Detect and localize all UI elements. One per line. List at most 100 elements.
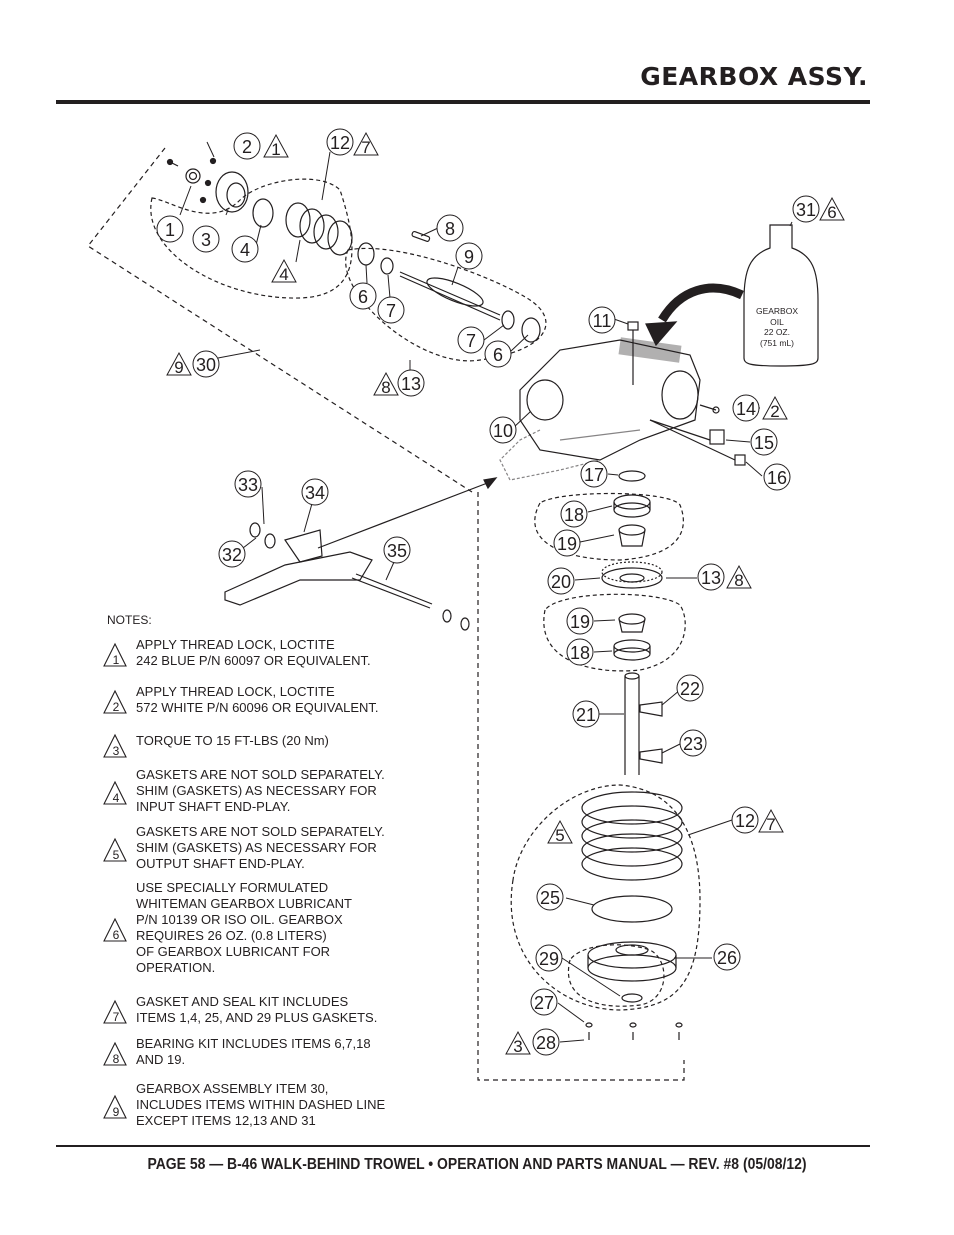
svg-text:23: 23	[683, 734, 703, 754]
svg-text:9: 9	[113, 1105, 120, 1119]
callout-28: 28	[532, 1028, 560, 1056]
callout-23: 23	[679, 729, 707, 757]
note-flag-icon: 5	[103, 837, 127, 862]
callout-20: 20	[547, 567, 575, 595]
svg-text:5: 5	[113, 848, 120, 862]
callout-11: 11	[588, 306, 616, 334]
svg-text:3: 3	[513, 1037, 522, 1056]
svg-text:2: 2	[113, 700, 120, 714]
svg-text:6: 6	[493, 345, 503, 365]
callout-13-left: 13	[397, 369, 425, 397]
svg-text:31: 31	[796, 200, 816, 220]
note-text: APPLY THREAD LOCK, LOCTITE 242 BLUE P/N …	[136, 637, 371, 668]
callout-33: 33	[234, 470, 262, 498]
notes-heading: NOTES:	[107, 613, 152, 627]
assembly-boundary	[87, 147, 685, 1081]
svg-text:4: 4	[279, 265, 288, 284]
note-text: BEARING KIT INCLUDES ITEMS 6,7,18 AND 19…	[136, 1036, 371, 1067]
svg-text:7: 7	[466, 331, 476, 351]
kit-outlines	[150, 178, 701, 1011]
callout-19-upper: 19	[553, 529, 581, 557]
svg-text:34: 34	[305, 483, 325, 503]
footer-rule	[56, 1145, 870, 1147]
callout-16: 16	[763, 463, 791, 491]
callout-34: 34	[301, 478, 329, 506]
svg-text:30: 30	[196, 355, 216, 375]
callout-3: 3	[192, 225, 220, 253]
svg-text:13: 13	[701, 568, 721, 588]
note-text: GASKETS ARE NOT SOLD SEPARATELY. SHIM (G…	[136, 824, 385, 871]
svg-text:35: 35	[387, 541, 407, 561]
svg-text:20: 20	[551, 572, 571, 592]
callout-8: 8	[436, 214, 464, 242]
flag-3: 3	[505, 1030, 531, 1056]
flag-7-lower: 7	[758, 808, 784, 834]
bottom-cover	[581, 791, 683, 1040]
callout-18-upper: 18	[560, 500, 588, 528]
callout-10: 10	[489, 416, 517, 444]
svg-text:2: 2	[242, 137, 252, 157]
svg-text:25: 25	[540, 888, 560, 908]
oil-bottle	[743, 224, 819, 367]
header-rule	[56, 100, 870, 104]
svg-text:8: 8	[445, 219, 455, 239]
svg-text:9: 9	[464, 247, 474, 267]
svg-text:28: 28	[536, 1033, 556, 1053]
svg-text:12: 12	[735, 811, 755, 831]
note-text: GASKET AND SEAL KIT INCLUDES ITEMS 1,4, …	[136, 994, 378, 1025]
callout-25: 25	[536, 883, 564, 911]
svg-text:27: 27	[534, 993, 554, 1013]
svg-text:16: 16	[767, 468, 787, 488]
svg-text:3: 3	[201, 230, 211, 250]
svg-text:15: 15	[754, 433, 774, 453]
svg-text:1: 1	[165, 220, 175, 240]
callout-35: 35	[383, 536, 411, 564]
callout-6: 6	[349, 282, 377, 310]
callout-12-lower: 12	[731, 806, 759, 834]
callout-17: 17	[580, 460, 608, 488]
callout-27: 27	[530, 988, 558, 1016]
svg-text:2: 2	[770, 402, 779, 421]
callout-18-lower: 18	[566, 638, 594, 666]
svg-text:7: 7	[386, 301, 396, 321]
callout-12-top: 12	[326, 128, 354, 156]
note-flag-icon: 3	[103, 733, 127, 758]
gearbox-housing	[499, 321, 701, 481]
note-text: USE SPECIALLY FORMULATED WHITEMAN GEARBO…	[136, 880, 352, 975]
svg-text:12: 12	[330, 133, 350, 153]
flag-8-right: 8	[726, 564, 752, 590]
svg-text:7: 7	[113, 1010, 120, 1024]
callout-30: 30	[192, 350, 220, 378]
svg-text:32: 32	[222, 545, 242, 565]
flag-1: 1	[263, 133, 289, 159]
note-text: GASKETS ARE NOT SOLD SEPARATELY. SHIM (G…	[136, 767, 385, 814]
housing-fasteners	[649, 404, 746, 466]
svg-text:21: 21	[576, 705, 596, 725]
svg-text:1: 1	[271, 140, 280, 159]
svg-text:18: 18	[564, 505, 584, 525]
callout-4: 4	[231, 235, 259, 263]
svg-text:5: 5	[555, 826, 564, 845]
note-text: APPLY THREAD LOCK, LOCTITE 572 WHITE P/N…	[136, 684, 379, 715]
lever-assembly	[224, 522, 470, 631]
callout-31: 31	[792, 195, 820, 223]
callout-26: 26	[713, 943, 741, 971]
svg-text:8: 8	[381, 378, 390, 397]
callout-29: 29	[535, 944, 563, 972]
callout-14: 14	[732, 394, 760, 422]
flag-4: 4	[271, 258, 297, 284]
flag-6: 6	[819, 196, 845, 222]
page-title: GEARBOX ASSY.	[640, 62, 868, 91]
callout-1: 1	[156, 215, 184, 243]
svg-text:19: 19	[570, 612, 590, 632]
callout-7: 7	[377, 296, 405, 324]
note-flag-icon: 1	[103, 642, 127, 667]
callout-2: 2	[233, 132, 261, 160]
svg-text:8: 8	[734, 571, 743, 590]
callout-32: 32	[218, 540, 246, 568]
svg-text:4: 4	[240, 240, 250, 260]
svg-text:8: 8	[113, 1052, 120, 1066]
note-text: TORQUE TO 15 FT-LBS (20 Nm)	[136, 733, 329, 748]
callout-7-lower: 7	[457, 326, 485, 354]
svg-text:3: 3	[113, 744, 120, 758]
